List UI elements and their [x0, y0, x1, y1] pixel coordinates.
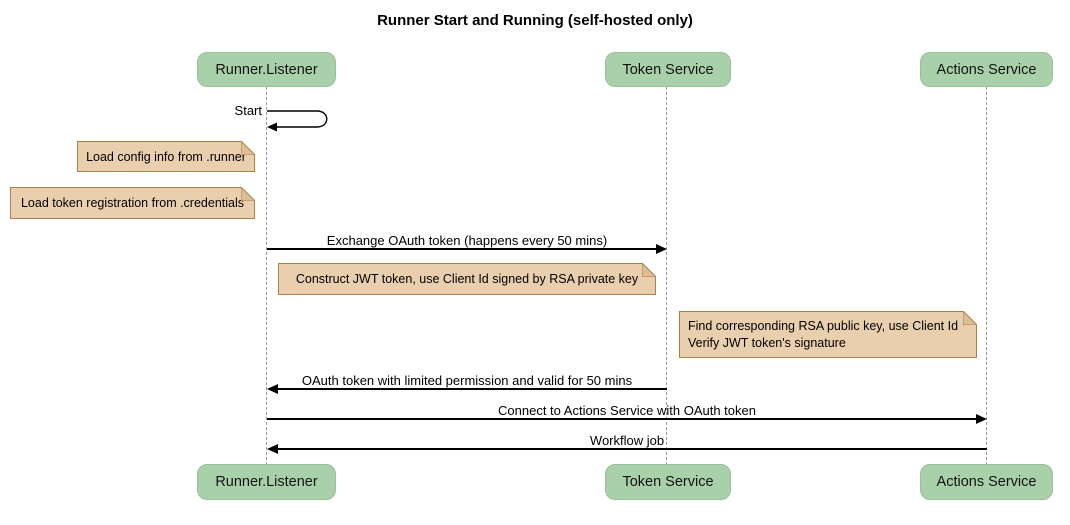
diagram-title: Runner Start and Running (self-hosted on… — [377, 12, 693, 29]
note-text-line2: Verify JWT token's signature — [688, 335, 846, 350]
participant-label: Token Service — [622, 474, 714, 490]
arrowhead-left-icon — [267, 384, 278, 394]
lifeline-runner-listener — [266, 87, 267, 465]
note-fold-icon — [241, 187, 255, 201]
arrowhead-right-icon — [656, 244, 667, 254]
participant-token-service-top: Token Service — [605, 52, 731, 87]
participant-label: Actions Service — [936, 61, 1037, 78]
note-fold-icon — [241, 141, 255, 155]
lifeline-token-service — [666, 87, 667, 465]
message-label-connect: Connect to Actions Service with OAuth to… — [498, 403, 756, 418]
arrowhead-right-icon — [976, 414, 987, 424]
message-label-workflow-job: Workflow job — [589, 433, 665, 448]
participant-actions-service-top: Actions Service — [920, 52, 1053, 87]
note-load-config: Load config info from .runner — [77, 141, 255, 172]
message-label-exchange-oauth: Exchange OAuth token (happens every 50 m… — [326, 233, 608, 248]
participant-label: Token Service — [622, 61, 714, 78]
note-load-token-registration: Load token registration from .credential… — [10, 187, 255, 219]
message-line-exchange-oauth — [267, 248, 659, 250]
message-label-start: Start — [234, 103, 262, 118]
note-fold-icon — [642, 263, 656, 277]
participant-actions-service-bottom: Actions Service — [920, 464, 1053, 500]
participant-label: Actions Service — [936, 474, 1037, 490]
participant-label: Runner.Listener — [215, 61, 318, 78]
note-text: Construct JWT token, use Client Id signe… — [295, 272, 639, 286]
participant-runner-listener-bottom: Runner.Listener — [197, 464, 336, 500]
participant-label: Runner.Listener — [215, 474, 318, 490]
self-loop-arrow — [267, 110, 328, 132]
note-find-rsa-key: Find corresponding RSA public key, use C… — [679, 311, 977, 358]
lifeline-actions-service — [986, 87, 987, 465]
note-text: Load token registration from .credential… — [20, 196, 245, 210]
message-line-connect — [267, 418, 976, 420]
message-label-oauth-return: OAuth token with limited permission and … — [301, 373, 633, 388]
note-text: Load config info from .runner — [86, 149, 246, 164]
message-line-workflow-job — [277, 448, 987, 450]
participant-runner-listener-top: Runner.Listener — [197, 52, 336, 87]
arrowhead-left-icon — [267, 122, 277, 132]
note-text-line1: Find corresponding RSA public key, use C… — [688, 319, 959, 333]
message-line-oauth-return — [277, 388, 667, 390]
note-construct-jwt: Construct JWT token, use Client Id signe… — [278, 263, 656, 295]
arrowhead-left-icon — [267, 444, 278, 454]
participant-token-service-bottom: Token Service — [605, 464, 731, 500]
note-fold-icon — [963, 311, 977, 325]
